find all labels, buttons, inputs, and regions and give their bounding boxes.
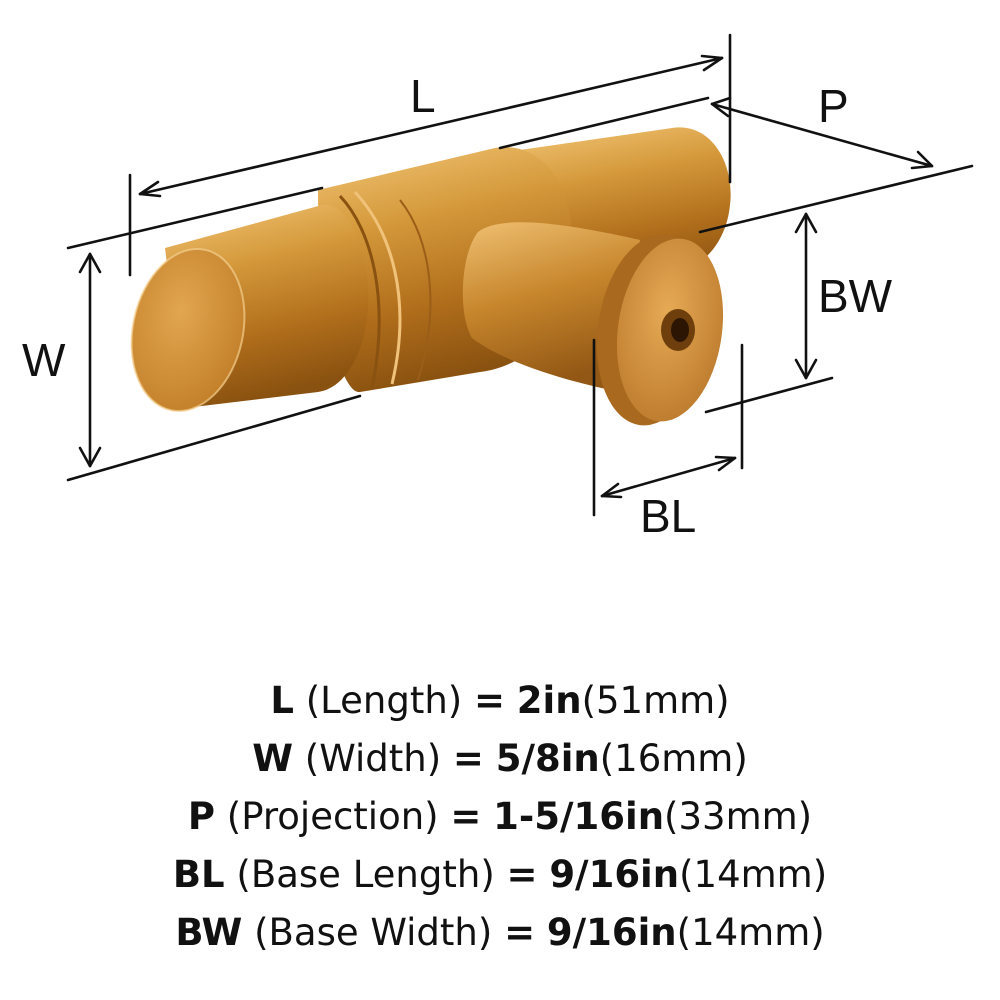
spec-name: (Base Width) [254,911,493,954]
collar-ring [338,194,381,389]
spec-base-length: BL (Base Length) = 9/16in(14mm) [0,846,1000,904]
dim-label-BL: BL [640,490,696,542]
spec-equals: = [474,679,506,722]
spec-metric: (33mm) [664,795,813,838]
spec-equals: = [504,911,536,954]
spec-metric: (14mm) [679,853,828,896]
dim-label-L: L [410,70,436,122]
spec-equals: = [506,853,538,896]
spec-value: 9/16in [549,853,680,896]
spec-equals: = [452,737,484,780]
spec-symbol: W [252,737,294,780]
spec-name: (Base Length) [236,853,495,896]
spec-symbol: P [187,795,216,838]
spec-name: (Projection) [226,795,439,838]
collar-ring-3 [399,199,432,381]
spec-base-width: BW (Base Width) = 9/16in(14mm) [0,904,1000,962]
spec-symbol: BW [175,911,243,954]
dimension-spec-list: L (Length) = 2in(51mm) W (Width) = 5/8in… [0,672,1000,962]
spec-metric: (51mm) [581,679,730,722]
bar-end-face [131,248,245,412]
spec-equals: = [450,795,482,838]
spec-length: L (Length) = 2in(51mm) [0,672,1000,730]
dimension-lines [66,33,974,517]
dim-label-BW: BW [818,270,893,322]
collar-ring-2 [353,190,402,385]
spec-name: (Length) [305,679,463,722]
spec-projection: P (Projection) = 1-5/16in(33mm) [0,788,1000,846]
spec-value: 2in [516,679,582,722]
spec-width: W (Width) = 5/8in(16mm) [0,730,1000,788]
spec-metric: (14mm) [676,911,825,954]
knob-post [462,222,640,392]
spec-value: 1-5/16in [493,795,665,838]
knob-dimension-diagram: L P W BW BL [22,33,974,542]
dim-label-P: P [818,80,849,132]
spec-value: 5/8in [495,737,600,780]
spec-symbol: BL [172,853,225,896]
t-bar-knob [130,127,731,426]
dim-label-W: W [22,334,66,386]
spec-metric: (16mm) [599,737,748,780]
spec-name: (Width) [304,737,442,780]
spec-symbol: L [270,679,294,722]
spec-value: 9/16in [546,911,677,954]
